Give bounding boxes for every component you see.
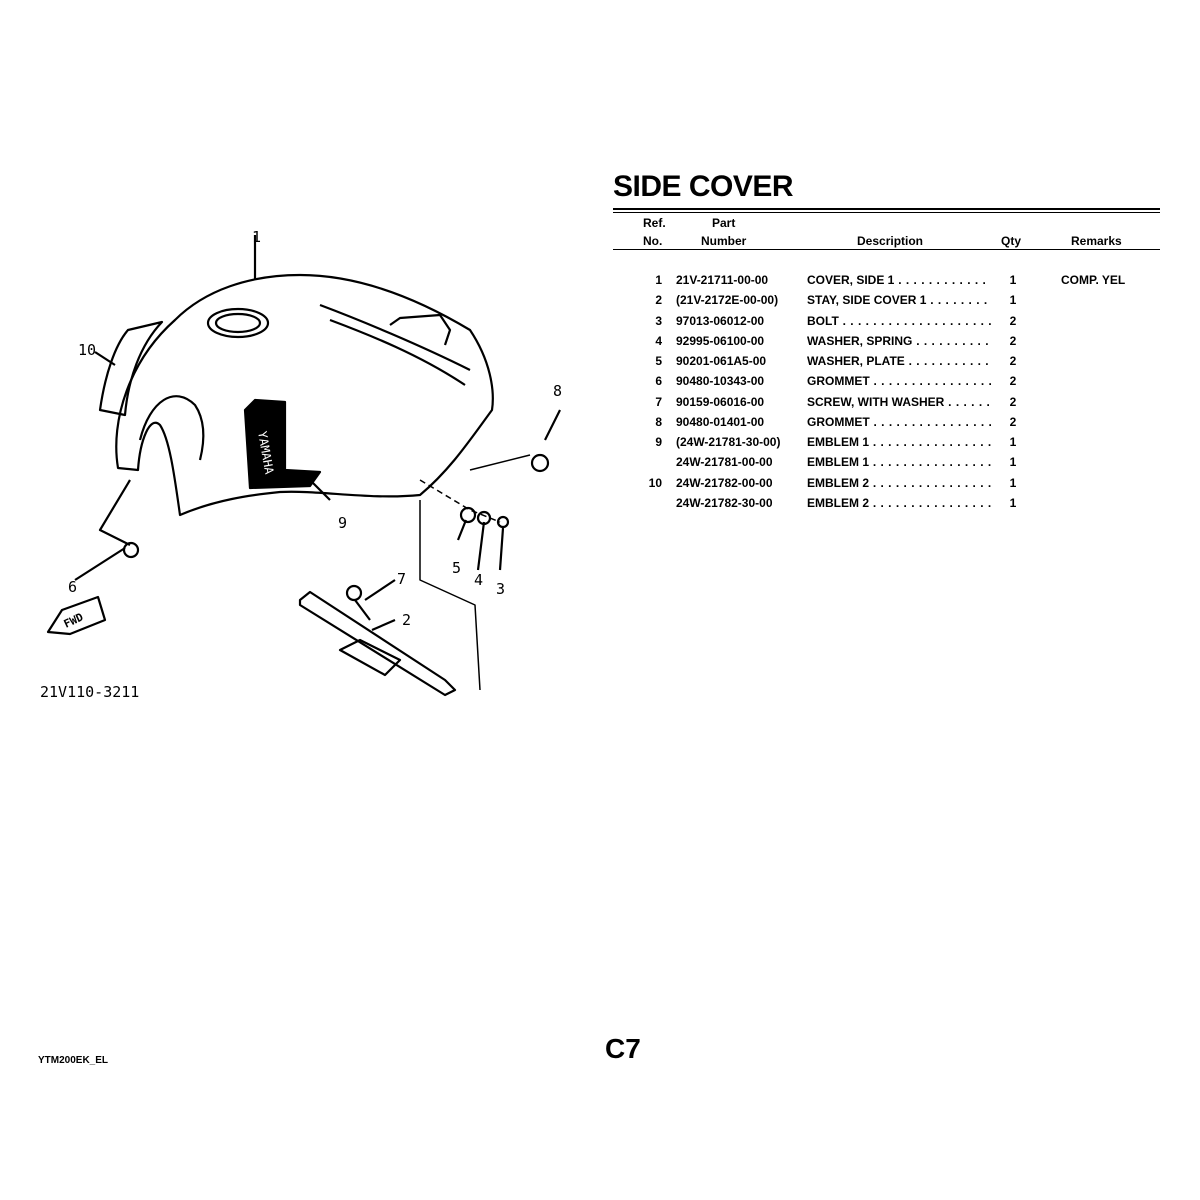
description-cell: EMBLEM 1 [807,455,991,469]
title-rule-2 [613,212,1160,213]
description-cell: EMBLEM 1 [807,435,991,449]
emblem-1-part [243,398,322,490]
part-number-cell: (21V-2172E-00-00) [676,293,779,308]
header-ref-bottom: No. [643,234,663,248]
table-row: 1 21V-21711-00-00 COVER, SIDE 1 1 COMP. YEL [613,273,1160,293]
table-row: 5 90201-061A5-00 WASHER, PLATE 2 [613,354,1160,374]
callout-5: 5 [452,559,461,577]
callout-2: 2 [402,611,411,629]
qty-cell: 2 [1009,313,1017,328]
grommet-6-part [122,541,140,559]
part-number-cell: 24W-21781-00-00 [676,455,773,470]
callout-1: 1 [252,228,261,246]
table-row: 8 90480-01401-00 GROMMET 2 [613,415,1160,435]
description-cell: STAY, SIDE COVER 1 [807,293,991,307]
part-number-cell: 90480-01401-00 [676,414,765,429]
callout-9: 9 [338,514,347,532]
callout-8: 8 [553,382,562,400]
qty-cell: 1 [1009,455,1017,470]
callout-3: 3 [496,580,505,598]
ref-cell: 7 [655,394,662,409]
part-number-cell: 24W-21782-30-00 [676,495,773,510]
stay-part [298,590,457,697]
callout-4: 4 [474,571,483,589]
qty-cell: 2 [1009,374,1017,389]
drawing-code: 21V110-3211 [40,683,139,701]
description-cell: BOLT [807,314,991,328]
title-rule [613,208,1160,210]
qty-cell: 1 [1009,495,1017,510]
part-number-cell: (24W-21781-30-00) [676,435,781,449]
description-cell: GROMMET [807,374,991,388]
washer-plate-part [459,506,477,524]
qty-cell: 2 [1009,354,1017,368]
table-row: 10 24W-21782-00-00 EMBLEM 2 1 [613,476,1160,496]
page-number: C7 [605,1033,641,1064]
part-number-cell: 90480-10343-00 [676,374,765,389]
page-title: SIDE COVER [613,170,794,203]
description-cell: COVER, SIDE 1 [807,273,991,287]
qty-cell: 2 [1009,394,1017,409]
table-row: 9 (24W-21781-30-00) EMBLEM 1 1 [613,435,1160,455]
header-remarks: Remarks [1071,234,1122,248]
part-number-cell: 90201-061A5-00 [676,354,767,368]
description-cell: WASHER, SPRING [807,334,991,348]
header-ref-top: Ref. [643,216,666,230]
ref-cell: 9 [655,435,662,449]
header-qty: Qty [1001,234,1022,248]
header-part-bottom: Number [701,234,747,248]
ref-cell: 8 [655,414,662,429]
description-cell: EMBLEM 2 [807,496,991,510]
exploded-parts-diagram: YAMAHA FWD 1 10 8 9 6 5 4 3 7 2 21V110-3… [40,228,562,701]
part-number-cell: 97013-06012-00 [676,313,765,328]
ref-cell: 5 [655,354,662,368]
ref-cell: 6 [655,374,662,389]
callout-7: 7 [397,570,406,588]
qty-cell: 1 [1009,435,1017,449]
table-row: 2 (21V-2172E-00-00) STAY, SIDE COVER 1 1 [613,293,1160,313]
header-description: Description [857,234,924,248]
qty-cell: 1 [1009,273,1017,287]
ref-cell: 4 [655,333,662,348]
emblem-2-part [98,320,164,417]
part-number-cell: 90159-06016-00 [676,394,765,409]
cover-knob [206,307,270,339]
table-row: 3 97013-06012-00 BOLT 2 [613,314,1160,334]
ref-cell: 2 [655,293,662,308]
ref-cell: 10 [648,475,662,490]
header-rule [613,249,1160,250]
callout-6: 6 [68,578,77,596]
description-cell: GROMMET [807,415,991,429]
qty-cell: 1 [1009,293,1017,308]
header-part-top: Part [712,216,736,230]
part-number-cell: 24W-21782-00-00 [676,475,773,490]
remarks-cell: COMP. YEL [1061,273,1126,287]
table-row: 6 90480-10343-00 GROMMET 2 [613,374,1160,394]
table-row: 4 92995-06100-00 WASHER, SPRING 2 [613,334,1160,354]
ref-cell: 1 [655,273,662,287]
fwd-arrow-icon [46,595,107,636]
description-cell: SCREW, WITH WASHER [807,395,991,409]
fwd-label: FWD [62,610,86,630]
document-code: YTM200EK_EL [38,1055,109,1066]
qty-cell: 1 [1009,475,1017,490]
table-row: 24W-21781-00-00 EMBLEM 1 1 [613,455,1160,475]
callout-10: 10 [78,341,96,359]
ref-cell: 3 [655,313,662,328]
side-cover-part [115,273,494,517]
qty-cell: 2 [1009,333,1017,348]
grommet-8-part [530,453,550,473]
table-row: 24W-21782-30-00 EMBLEM 2 1 [613,496,1160,516]
bolt-part [496,515,510,529]
qty-cell: 2 [1009,414,1017,429]
part-number-cell: 21V-21711-00-00 [676,273,769,287]
description-cell: WASHER, PLATE [807,354,991,368]
table-row: 7 90159-06016-00 SCREW, WITH WASHER 2 [613,395,1160,415]
description-cell: EMBLEM 2 [807,476,991,490]
part-number-cell: 92995-06100-00 [676,333,765,348]
